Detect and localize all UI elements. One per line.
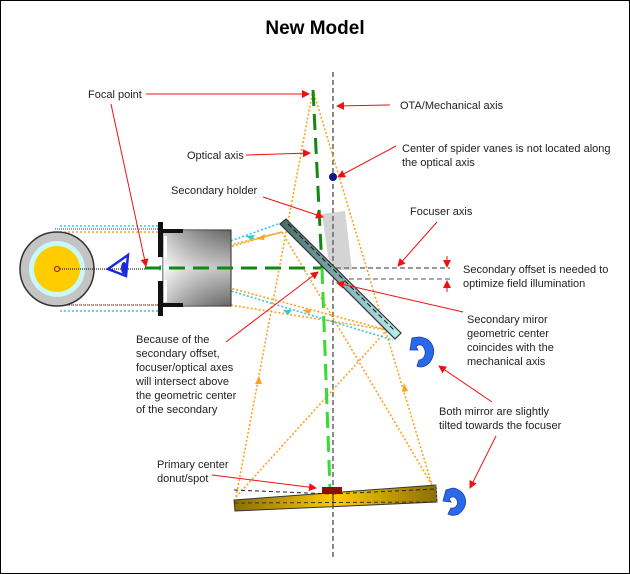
ray-arrow <box>402 383 408 392</box>
label-ota-axis: OTA/Mechanical axis <box>400 100 504 112</box>
eye-icon <box>105 252 130 278</box>
label-secondary-center: Secondary miror geometric center coincid… <box>467 314 554 368</box>
secondary-mirror <box>279 218 402 340</box>
label-secondary-holder: Secondary holder <box>171 185 258 197</box>
ray-arrow <box>245 235 255 240</box>
spider-center-dot <box>329 173 337 181</box>
annotation-arrows <box>110 90 497 492</box>
label-optical-axis: Optical axis <box>187 150 244 162</box>
tube-end-view <box>19 231 95 307</box>
ray-arrow <box>256 234 265 240</box>
diagram-title: New Model <box>265 18 365 39</box>
optical-axis-upper <box>311 89 324 269</box>
label-spider-center: Center of spider vanes is not located al… <box>402 143 611 169</box>
ray-arrow <box>255 376 262 384</box>
label-focal-point: Focal point <box>88 89 142 101</box>
label-mirrors-tilted: Both mirror are slightly tilted towards … <box>439 406 562 432</box>
label-focuser-axis: Focuser axis <box>410 206 473 218</box>
optical-axis-lower <box>320 267 332 491</box>
ray-arrow <box>302 309 312 314</box>
rotation-arrow-secondary-icon <box>409 336 434 368</box>
primary-mirror <box>233 484 438 512</box>
ray-arrow <box>283 310 292 315</box>
rotation-arrow-primary-icon <box>442 487 466 516</box>
label-intersect-note: Because of the secondary offset, focuser… <box>136 334 237 416</box>
label-primary-center: Primary center donut/spot <box>157 459 229 485</box>
light-rays-orange <box>60 89 433 498</box>
primary-center-spot <box>322 487 342 494</box>
secondary-holder <box>322 211 352 270</box>
label-secondary-offset: Secondary offset is needed to optimize f… <box>463 264 609 290</box>
